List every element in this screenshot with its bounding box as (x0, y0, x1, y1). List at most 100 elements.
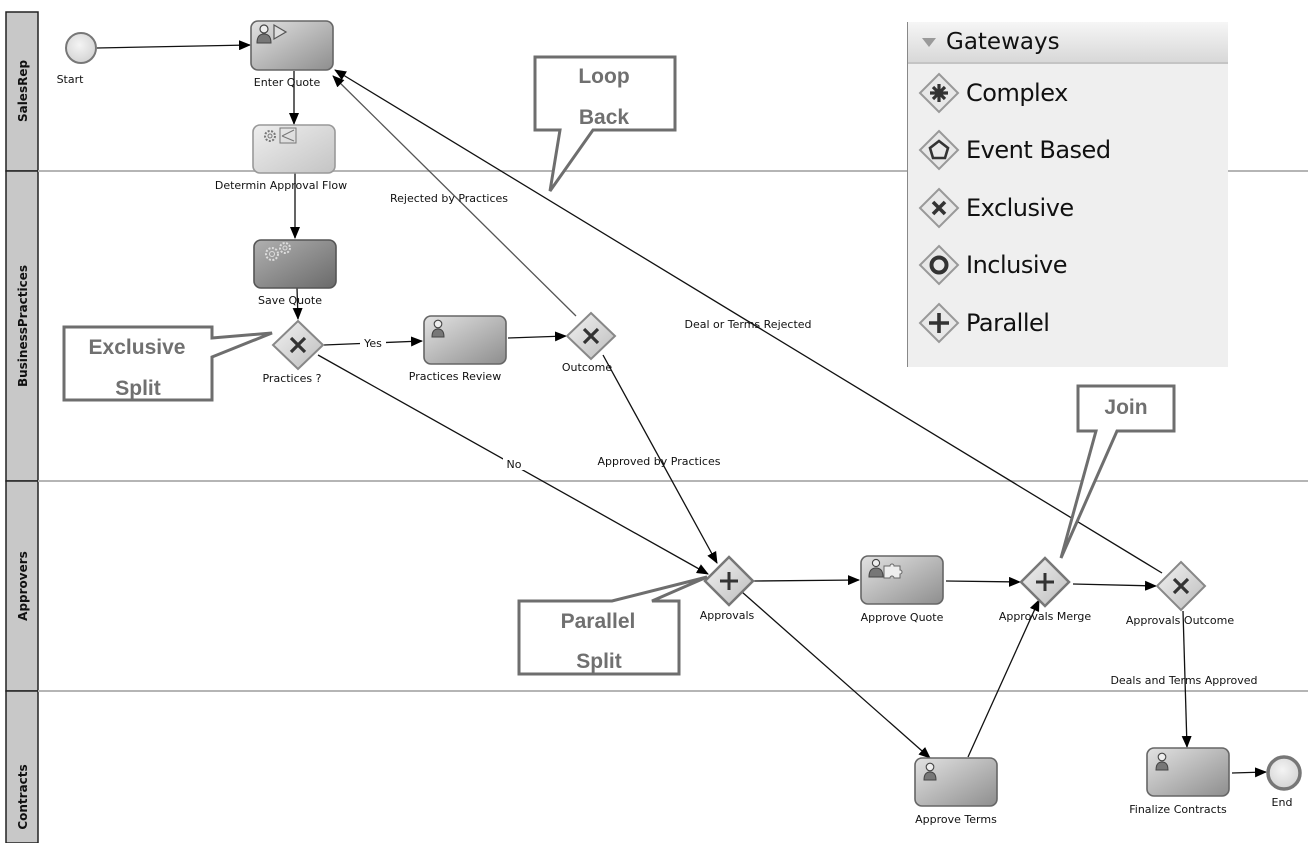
palette-item-parallel[interactable]: Parallel (908, 294, 1228, 352)
node-label: Approvals Outcome (1126, 614, 1234, 627)
lane-contracts: Contracts (5, 690, 39, 843)
flow-approvals-to-approve-quote[interactable] (753, 575, 860, 586)
task-approve-terms[interactable]: Approve Terms (914, 757, 998, 826)
flow-label-deal-or-terms-rejected: Deal or Terms Rejected (684, 318, 811, 331)
callout-parallel-split: Parallel Split (517, 575, 708, 676)
node-label: End (1272, 796, 1293, 809)
task-finalize-contracts[interactable]: Finalize Contracts (1129, 747, 1230, 816)
exclusive-gateway-icon (918, 187, 960, 229)
palette-item-inclusive[interactable]: Inclusive (908, 237, 1228, 295)
node-label: Approvals Merge (999, 610, 1092, 623)
lane-businesspractices: BusinessPractices (5, 170, 39, 482)
flow-approvals-to-approve-terms[interactable] (741, 591, 931, 759)
flow-approve-terms-to-merge[interactable] (967, 599, 1040, 758)
gateway-approvals[interactable]: Approvals (700, 555, 755, 622)
node-label: Outcome (562, 361, 612, 374)
flow-label-approved-by-practices: Approved by Practices (598, 455, 721, 468)
palette-item-exclusive[interactable]: Exclusive (908, 179, 1228, 237)
flow-finalize-to-end[interactable] (1231, 767, 1267, 778)
node-label: Approve Quote (861, 611, 944, 624)
flow-rejected-by-practices[interactable] (332, 75, 577, 317)
flow-approve-quote-to-merge[interactable] (945, 576, 1021, 587)
node-label: Approvals (700, 609, 755, 622)
flow-deal-or-terms-rejected[interactable] (334, 69, 1163, 574)
gateway-approvals-outcome[interactable]: Approvals Outcome (1126, 560, 1234, 627)
flow-label-deals-and-terms-approved: Deals and Terms Approved (1110, 674, 1257, 687)
lane-approvers: Approvers (5, 480, 39, 692)
lane-label: Approvers (16, 551, 30, 621)
collapse-triangle-icon[interactable] (922, 37, 936, 47)
node-label: Practices Review (409, 370, 501, 383)
callout-text: Back (579, 106, 630, 129)
flow-approved-by-practices[interactable] (602, 354, 718, 564)
palette-item-event-based[interactable]: Event Based (908, 122, 1228, 180)
exclusive-x-icon (289, 336, 307, 354)
gear-rule-icon (264, 127, 297, 144)
lane-header-businesspractices (5, 170, 39, 482)
user-initiator-icon (256, 23, 288, 44)
callout-text: Split (115, 377, 161, 400)
palette-title: Gateways (946, 29, 1060, 55)
parallel-gateway-icon (918, 302, 960, 344)
flow-merge-to-approvals-outcome[interactable] (1072, 580, 1157, 591)
node-label: Determin Approval Flow (215, 179, 347, 192)
node-label: Practices ? (262, 372, 321, 385)
gateway-outcome[interactable]: Outcome (562, 311, 617, 374)
palette-item-label: Inclusive (966, 251, 1068, 280)
node-label: Approve Terms (915, 813, 997, 826)
lane-salesrep: SalesRep (5, 11, 39, 172)
callout-join: Join (1059, 384, 1176, 559)
exclusive-x-icon (582, 327, 600, 345)
user-puzzle-icon (868, 558, 903, 579)
node-label: Finalize Contracts (1129, 803, 1227, 816)
palette-item-label: Exclusive (966, 193, 1074, 222)
callout-text: Loop (578, 65, 629, 88)
callout-loop-back: Loop Back (533, 55, 677, 192)
flow-save-quote-to-practices[interactable] (292, 287, 303, 320)
gateway-practices[interactable]: Practices ? (262, 319, 325, 385)
exclusive-x-icon (1172, 577, 1190, 595)
event-based-gateway-icon (918, 129, 960, 171)
node-label: Save Quote (258, 294, 322, 307)
lane-header-contracts (5, 690, 39, 843)
node-label: Enter Quote (254, 76, 321, 89)
start-event[interactable]: Start (57, 32, 97, 86)
lane-label: BusinessPractices (16, 265, 30, 387)
user-icon (1155, 752, 1169, 771)
complex-gateway-icon (918, 72, 960, 114)
parallel-plus-icon (1036, 573, 1054, 591)
palette-item-label: Parallel (966, 308, 1050, 337)
palette-item-complex[interactable]: Complex (908, 64, 1228, 122)
palette-header[interactable]: Gateways (908, 22, 1228, 64)
lane-label: Contracts (16, 764, 30, 829)
end-event[interactable]: End (1266, 755, 1302, 809)
user-icon (923, 762, 937, 781)
task-practices-review[interactable]: Practices Review (409, 315, 507, 383)
flow-start-to-enter-quote[interactable] (96, 40, 251, 51)
lane-header-salesrep (5, 11, 39, 172)
inclusive-gateway-icon (918, 244, 960, 286)
palette-item-label: Event Based (966, 136, 1111, 165)
callout-text: Parallel (561, 610, 636, 633)
task-approve-quote[interactable]: Approve Quote (860, 555, 944, 624)
gateway-approvals-merge[interactable]: Approvals Merge (999, 556, 1092, 623)
flow-label-rejected-by-practices: Rejected by Practices (390, 192, 508, 205)
callout-text: Split (576, 650, 622, 673)
callout-text: Join (1104, 396, 1147, 419)
flow-label-yes: Yes (363, 337, 382, 350)
parallel-plus-icon (720, 572, 738, 590)
task-enter-quote[interactable]: Enter Quote (250, 20, 334, 89)
palette-item-label: Complex (966, 78, 1068, 107)
node-label: Start (57, 73, 85, 86)
user-icon (431, 319, 445, 338)
flow-deals-and-terms-approved[interactable] (1181, 610, 1192, 748)
flow-review-to-outcome[interactable] (507, 331, 567, 342)
callout-exclusive-split: Exclusive Split (62, 325, 273, 402)
callout-text: Exclusive (89, 336, 186, 359)
task-save-quote[interactable]: Save Quote (253, 239, 337, 307)
task-determin-approval-flow[interactable]: Determin Approval Flow (215, 124, 347, 192)
gears-icon (265, 242, 291, 261)
flow-label-no: No (507, 458, 522, 471)
lane-label: SalesRep (16, 60, 30, 123)
gateways-palette: Gateways Complex Event Based Exclusive I… (907, 22, 1228, 367)
